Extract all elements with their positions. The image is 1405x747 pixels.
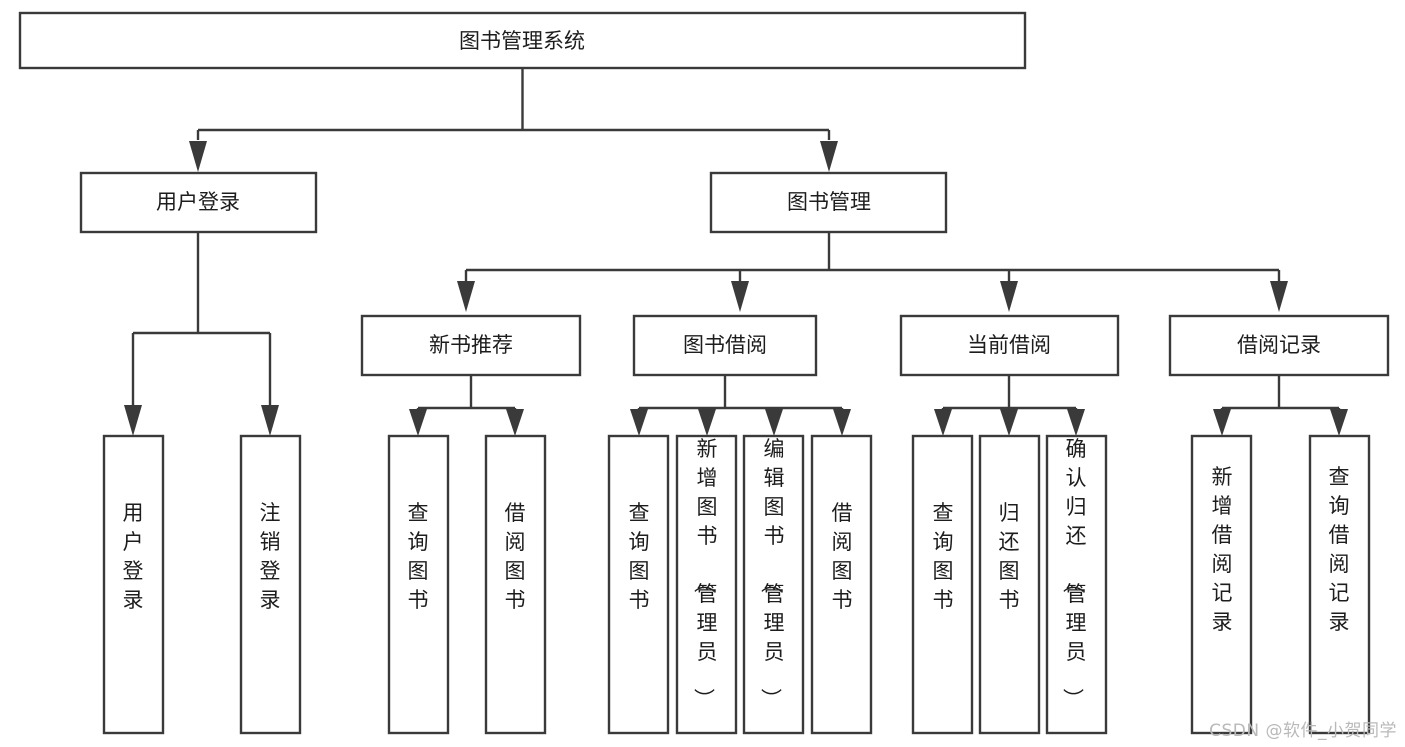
arrow-head-book-borrow — [731, 281, 749, 312]
node-leaf-edit-book[interactable]: 编辑图书（管理员） — [742, 434, 805, 735]
node-leaf-user-login[interactable]: 用户登录 — [102, 434, 165, 735]
node-root-box[interactable] — [18, 11, 1027, 70]
node-leaf-add-record-label: 新增借阅记录 — [1212, 465, 1233, 634]
arrow-head-book-management — [820, 141, 838, 172]
node-leaf-query-book-3-box[interactable] — [911, 434, 974, 735]
arrow-head-leaf-query-book-2 — [630, 409, 648, 436]
node-leaf-query-book-1[interactable]: 查询图书 — [387, 434, 450, 735]
arrow-head-leaf-add-book — [698, 409, 716, 436]
node-user-login[interactable]: 用户登录 — [79, 171, 318, 234]
node-leaf-borrow-book-2-box[interactable] — [810, 434, 873, 735]
arrow-head-leaf-user-login — [124, 405, 142, 436]
node-leaf-borrow-book-1-box[interactable] — [484, 434, 547, 735]
node-leaf-return-book[interactable]: 归还图书 — [978, 434, 1041, 735]
node-book-management-label: 图书管理 — [787, 190, 871, 214]
node-leaf-user-login-label: 用户登录 — [123, 501, 144, 612]
node-leaf-borrow-book-1-label: 借阅图书 — [505, 501, 526, 612]
node-leaf-query-record-label: 查询借阅记录 — [1329, 465, 1350, 634]
arrow-head-leaf-confirm-return — [1067, 409, 1085, 436]
watermark-text: CSDN @软件_小贺同学 — [1209, 721, 1397, 741]
node-book-management-box[interactable] — [709, 171, 948, 234]
node-leaf-query-record-box[interactable] — [1308, 434, 1371, 735]
node-leaf-add-book-label: 新增图书（管理员） — [692, 437, 718, 709]
arrow-head-leaf-borrow-book-1 — [506, 409, 524, 436]
node-user-login-label: 用户登录 — [156, 190, 240, 214]
node-leaf-query-book-2[interactable]: 查询图书 — [607, 434, 670, 735]
node-book-borrow-label: 图书借阅 — [683, 333, 767, 357]
node-leaf-logout-login[interactable]: 注销登录 — [239, 434, 302, 735]
node-leaf-query-book-3-label: 查询图书 — [933, 501, 954, 612]
node-leaf-confirm-return-box[interactable] — [1045, 434, 1108, 735]
node-leaf-query-book-2-label: 查询图书 — [629, 501, 650, 612]
node-leaf-edit-book-label: 编辑图书（管理员） — [759, 437, 785, 709]
node-leaf-logout-login-label: 注销登录 — [260, 501, 281, 612]
node-new-book-recommend[interactable]: 新书推荐 — [360, 314, 582, 377]
node-leaf-query-book-3[interactable]: 查询图书 — [911, 434, 974, 735]
node-leaf-borrow-book-1[interactable]: 借阅图书 — [484, 434, 547, 735]
arrow-head-leaf-logout-login — [261, 405, 279, 436]
node-leaf-query-record[interactable]: 查询借阅记录 — [1308, 434, 1371, 735]
node-leaf-return-book-label: 归还图书 — [999, 501, 1020, 612]
node-book-borrow[interactable]: 图书借阅 — [632, 314, 818, 377]
arrow-head-current-borrow — [1000, 281, 1018, 312]
arrow-head-leaf-add-record — [1213, 409, 1231, 436]
connector-layer — [124, 68, 1348, 436]
node-leaf-query-book-2-box[interactable] — [607, 434, 670, 735]
node-leaf-add-book-box[interactable] — [675, 434, 738, 735]
node-user-login-box[interactable] — [79, 171, 318, 234]
node-current-borrow[interactable]: 当前借阅 — [899, 314, 1120, 377]
arrow-head-user-login — [189, 141, 207, 172]
node-leaf-add-record-box[interactable] — [1190, 434, 1253, 735]
node-current-borrow-box[interactable] — [899, 314, 1120, 377]
node-leaf-add-book[interactable]: 新增图书（管理员） — [675, 434, 738, 735]
arrow-head-new-book-recommend — [457, 281, 475, 312]
arrow-head-borrow-record — [1270, 281, 1288, 312]
node-leaf-user-login-box[interactable] — [102, 434, 165, 735]
arrow-head-leaf-query-book-3 — [934, 409, 952, 436]
node-leaf-query-book-1-label: 查询图书 — [408, 501, 429, 612]
arrow-head-leaf-query-book-1 — [409, 409, 427, 436]
node-root[interactable]: 图书管理系统 — [18, 11, 1027, 70]
node-new-book-recommend-label: 新书推荐 — [429, 333, 513, 357]
node-book-management[interactable]: 图书管理 — [709, 171, 948, 234]
node-borrow-record-label: 借阅记录 — [1237, 333, 1321, 357]
node-leaf-return-book-box[interactable] — [978, 434, 1041, 735]
node-leaf-borrow-book-2-label: 借阅图书 — [832, 501, 853, 612]
node-leaf-confirm-return[interactable]: 确认归还（管理员） — [1045, 434, 1108, 735]
node-borrow-record-box[interactable] — [1168, 314, 1390, 377]
node-leaf-add-record[interactable]: 新增借阅记录 — [1190, 434, 1253, 735]
arrow-head-leaf-edit-book — [765, 409, 783, 436]
node-leaf-edit-book-box[interactable] — [742, 434, 805, 735]
node-root-label: 图书管理系统 — [459, 29, 585, 53]
node-leaf-logout-login-box[interactable] — [239, 434, 302, 735]
node-book-borrow-box[interactable] — [632, 314, 818, 377]
node-leaf-query-book-1-box[interactable] — [387, 434, 450, 735]
node-leaf-borrow-book-2[interactable]: 借阅图书 — [810, 434, 873, 735]
arrow-head-leaf-query-record — [1330, 409, 1348, 436]
arrow-head-leaf-borrow-book-2 — [833, 409, 851, 436]
arrow-head-leaf-return-book — [1000, 409, 1018, 436]
node-borrow-record[interactable]: 借阅记录 — [1168, 314, 1390, 377]
node-current-borrow-label: 当前借阅 — [967, 333, 1051, 357]
node-new-book-recommend-box[interactable] — [360, 314, 582, 377]
node-leaf-confirm-return-label: 确认归还（管理员） — [1061, 437, 1087, 709]
